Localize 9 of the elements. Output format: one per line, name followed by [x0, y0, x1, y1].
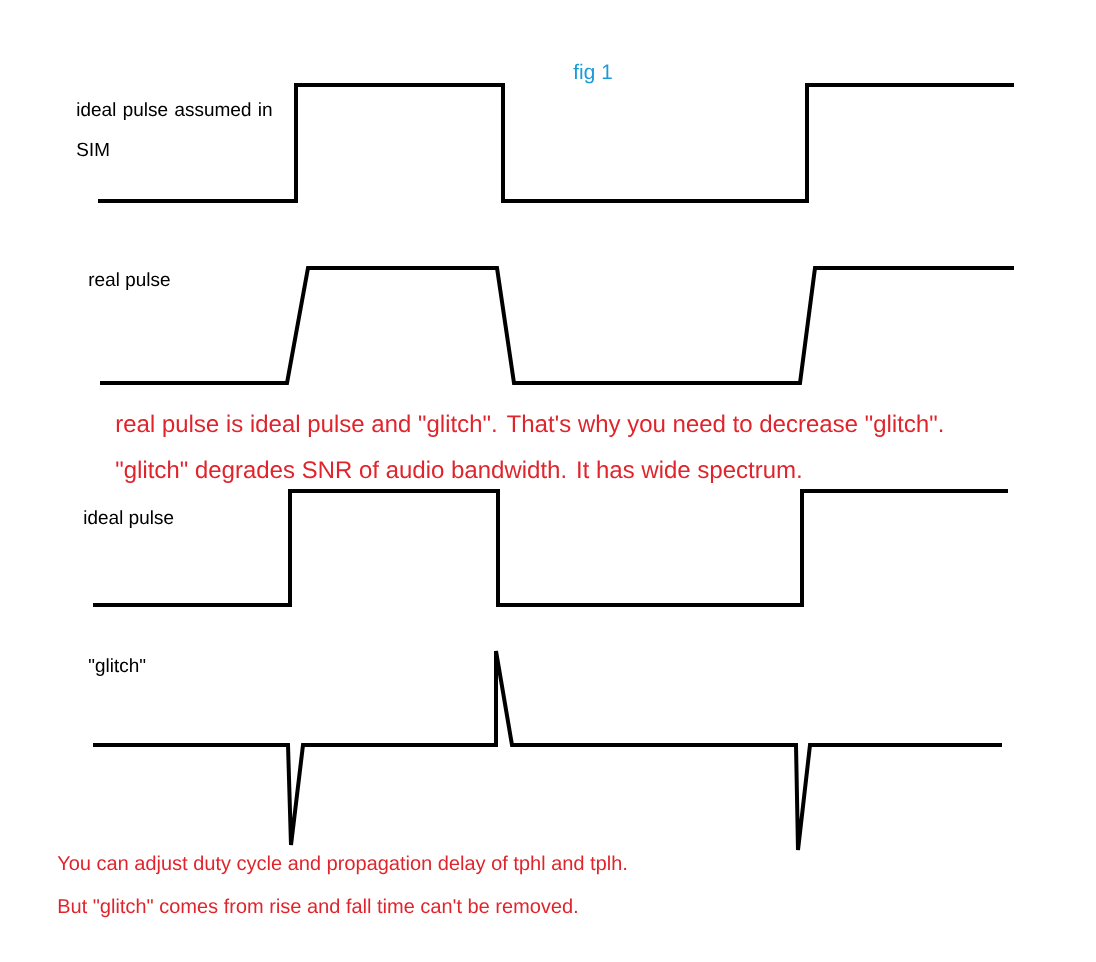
signal-label: "glitch": [89, 658, 146, 676]
figure-title: fig 1: [573, 63, 612, 84]
note-text: But "glitch" comes from rise and fall time can't be removed.: [58, 898, 577, 918]
signal-label: real pulse: [89, 272, 170, 290]
note-text: real pulse is ideal pulse and "glitch". That's why you need to decrease "glitch".: [116, 414, 943, 437]
note-text: "glitch" degrades SNR of audio bandwidth. It has wide spectrum.: [116, 460, 801, 483]
signal-label: ideal pulse assumed in SIM: [77, 102, 272, 157]
note-text: You can adjust duty cycle and propagation delay of tphl and tplh.: [57, 855, 627, 875]
signal-label: ideal pulse: [84, 510, 174, 528]
